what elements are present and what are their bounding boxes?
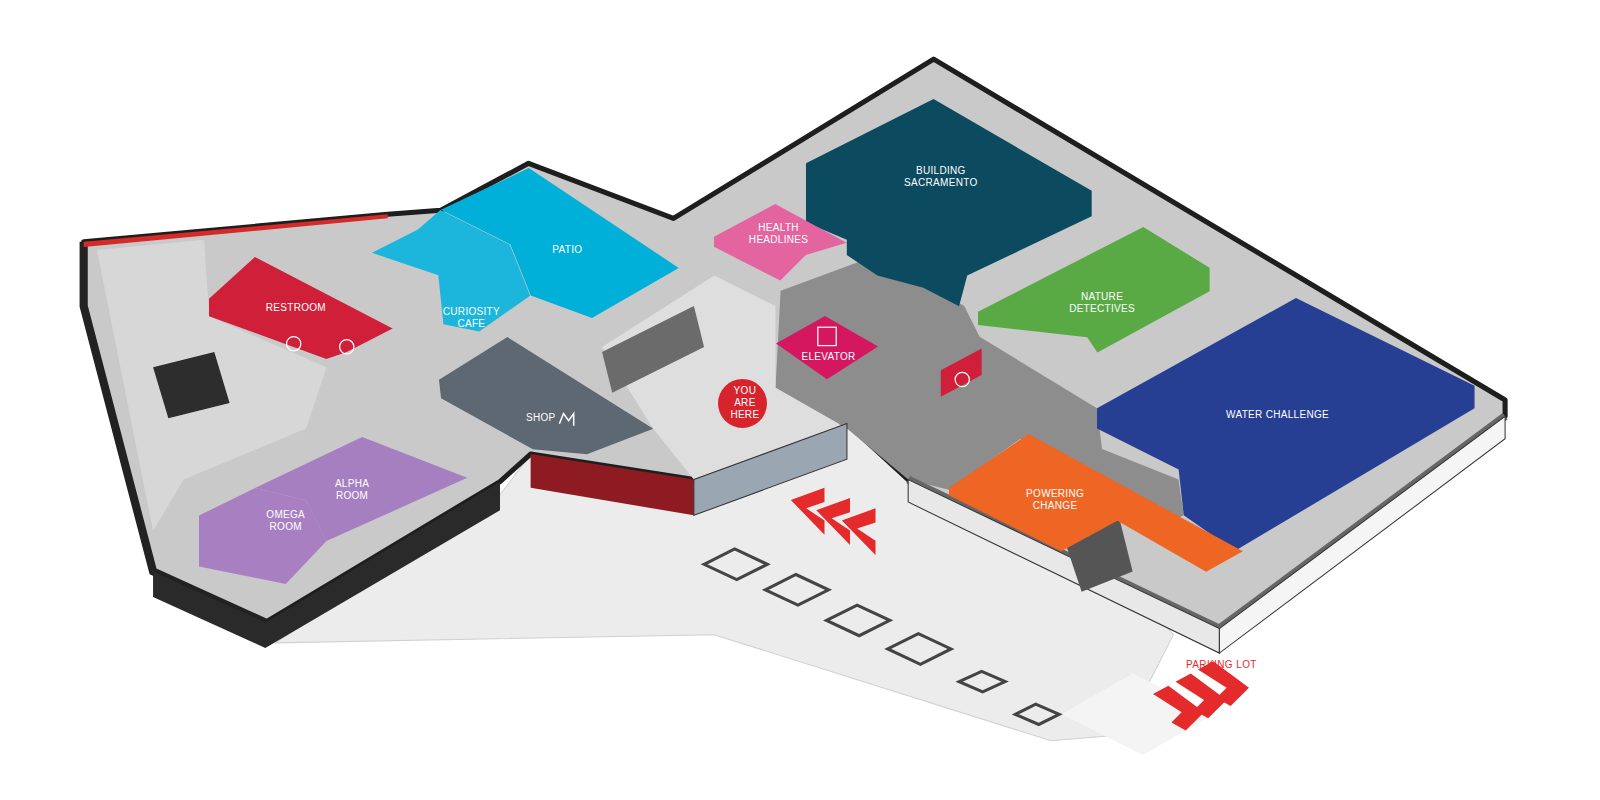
room-label: ELEVATOR (799, 351, 859, 363)
elevator-icon (817, 328, 835, 346)
room-fill (199, 488, 327, 584)
room-fill (949, 434, 1243, 572)
exhibit-room: NATURE DETECTIVES (978, 227, 1210, 353)
top-wall (84, 214, 388, 247)
room-label: SHOP (516, 412, 566, 424)
room-label: HEALTH HEADLINES (744, 222, 814, 246)
room-shape (199, 488, 327, 584)
cafe-area: CURIOSITY CAFE (372, 210, 530, 331)
room-label: PATIO (537, 244, 597, 256)
room-label: RESTROOM (261, 302, 331, 314)
room-fill (439, 337, 653, 454)
restroom-icon (287, 337, 301, 351)
meeting-room: OMEGA ROOM (199, 488, 327, 584)
elevator-area: ELEVATOR (776, 316, 878, 379)
restroom-icon (955, 372, 969, 386)
restroom-area: RESTROOM (209, 257, 393, 359)
room-shape (978, 227, 1210, 353)
room-shape (439, 337, 653, 454)
room-label: ALPHA ROOM (327, 478, 377, 502)
entrance-chevrons (791, 488, 876, 555)
front-wall-right (908, 480, 1219, 653)
room-label: CURIOSITY CAFE (441, 306, 501, 330)
shop-wall (531, 454, 694, 515)
room-fill (372, 210, 530, 331)
room-label: WATER CHALLENGE (1223, 409, 1333, 421)
room-label: NATURE DETECTIVES (1062, 291, 1142, 315)
room-label: YOU ARE HERE (730, 385, 760, 421)
stair (153, 352, 230, 418)
marker-circle (718, 379, 767, 428)
exhibit-room: POWERING CHANGE (949, 434, 1243, 572)
direction-label: PARKING LOT (1186, 659, 1257, 670)
room-fill (255, 437, 467, 541)
room-label: OMEGA ROOM (261, 509, 311, 533)
room-fill (209, 257, 393, 359)
room-fill (978, 227, 1210, 353)
planters (704, 549, 1059, 725)
you-are-here-marker: YOU ARE HERE (718, 379, 767, 428)
restroom-icon-box (941, 348, 982, 396)
building-floor (84, 59, 1505, 628)
room-shape (776, 316, 878, 379)
restroom-icon (340, 340, 354, 354)
shop-logo (559, 413, 573, 425)
cafe-counter (602, 306, 704, 393)
exhibit-room: HEALTH HEADLINES (714, 204, 847, 281)
room-shape (949, 434, 1243, 572)
parking-chevrons (1153, 661, 1249, 730)
shop-area: SHOP (439, 337, 653, 454)
room-fill (714, 204, 847, 281)
room-label: BUILDING SACRAMENTO (896, 165, 986, 189)
room-label: POWERING CHANGE (1020, 488, 1090, 512)
room-fill (776, 316, 878, 379)
